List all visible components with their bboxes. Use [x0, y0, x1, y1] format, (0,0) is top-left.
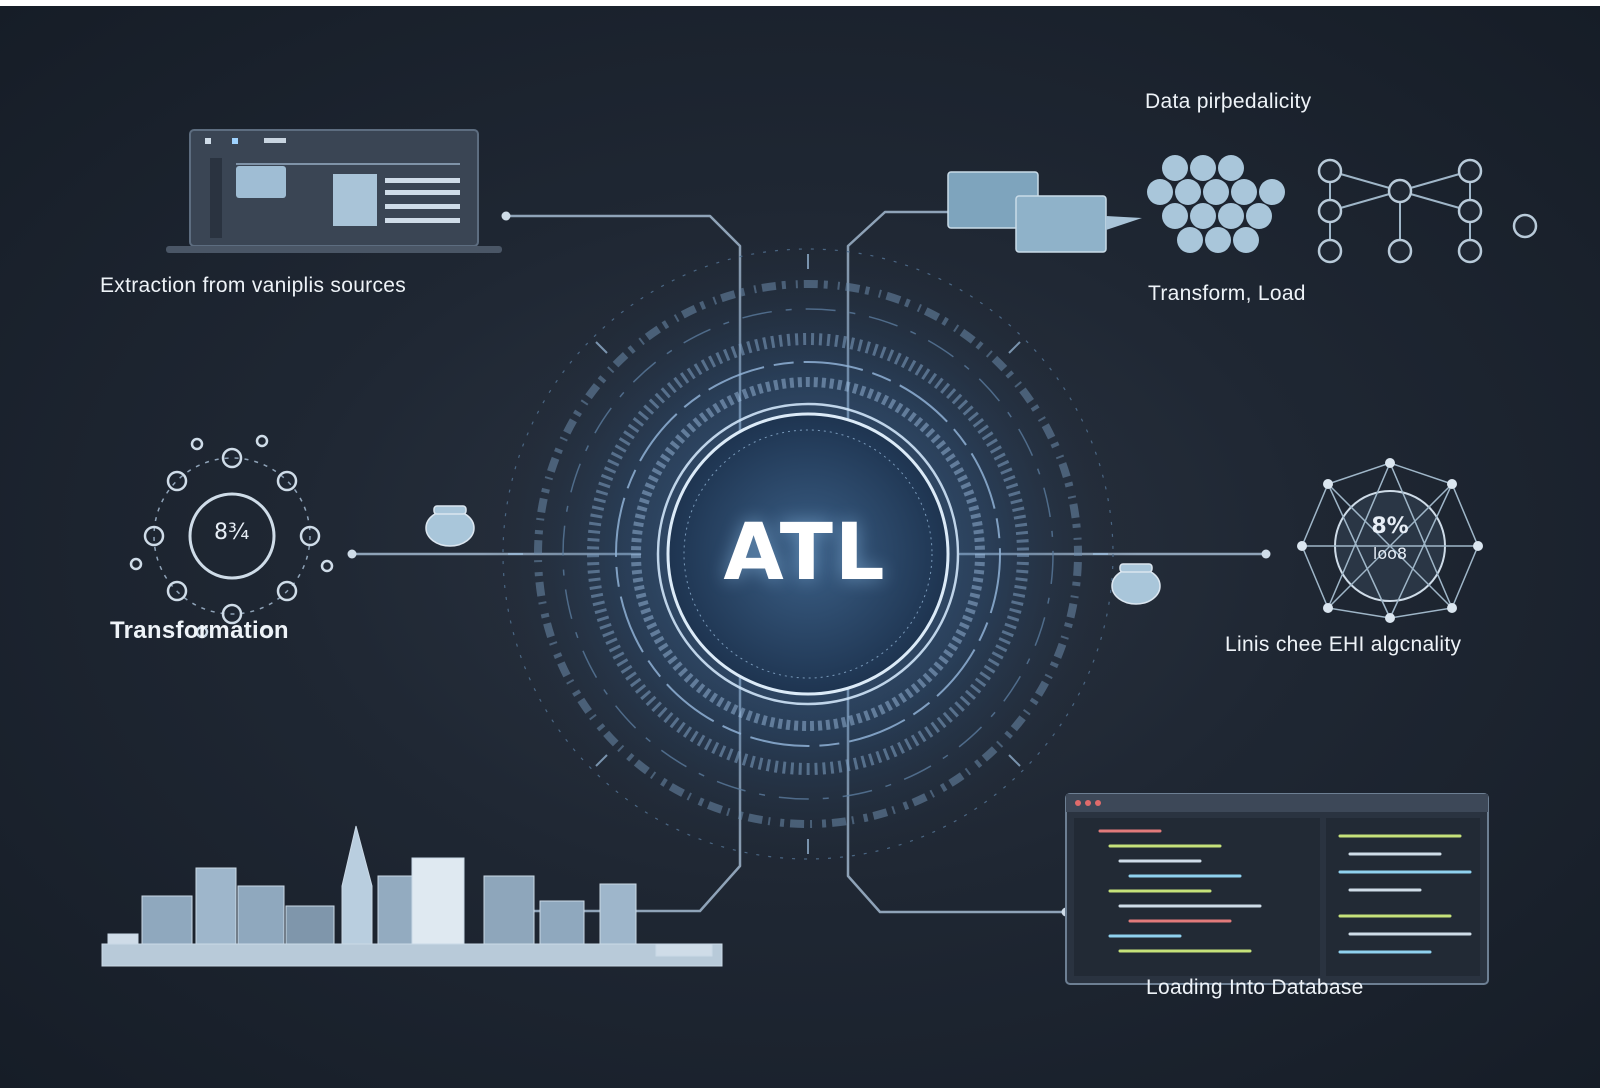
- node-label-loading: Loading Into Database: [1146, 976, 1364, 999]
- transformation-badge: 8¾: [214, 520, 250, 545]
- network-octagon-icon: [1297, 458, 1483, 623]
- diagram-graphics: [101, 129, 1538, 985]
- code-editor-icon: [1065, 793, 1489, 985]
- node-label-transform-load: Transform, Load: [1148, 282, 1306, 305]
- functionality-unit: loo8: [1372, 544, 1408, 563]
- node-label-data-quality: Data pirþedalicity: [1145, 90, 1312, 113]
- pod-icons: [425, 505, 1161, 605]
- center-title: ATL: [723, 508, 887, 598]
- city-skyline-icon: [101, 825, 723, 967]
- data-quality-icons: [947, 155, 1538, 264]
- functionality-value: 8%: [1371, 514, 1409, 539]
- transformation-cluster-icon: [129, 434, 334, 639]
- node-label-functionality: Linis chee EHI algcnality: [1225, 633, 1462, 656]
- node-label-transformation: Transformation: [110, 617, 289, 644]
- central-hub: [478, 224, 1138, 884]
- node-label-extraction: Extraction from vaniplis sources: [100, 274, 407, 297]
- diagram-canvas: ATL Extraction from vaniplis sources Dat…: [0, 6, 1600, 1088]
- laptop-dashboard-icon: [166, 129, 502, 253]
